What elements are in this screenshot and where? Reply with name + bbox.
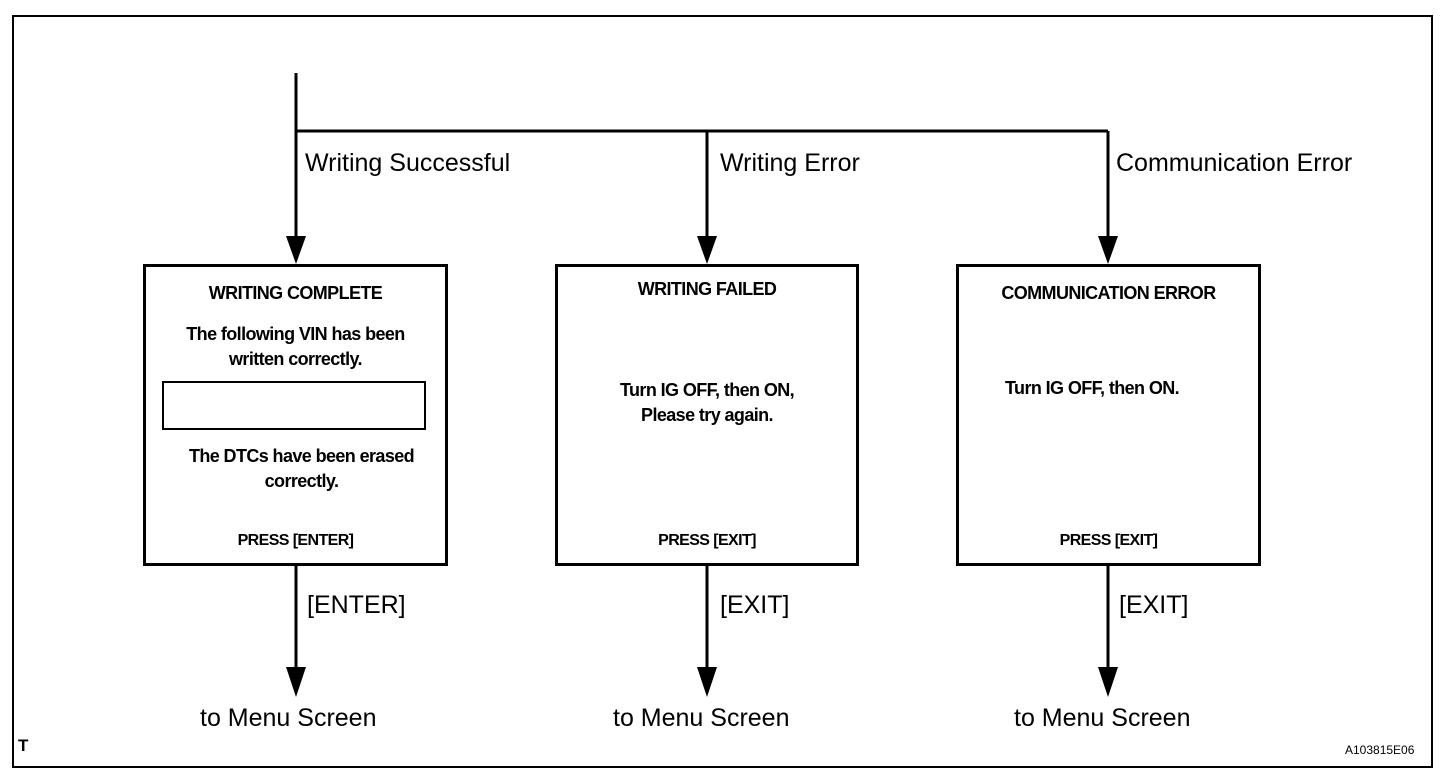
screen-message: The following VIN has been written corre… — [186, 324, 405, 369]
destination-menu-3: to Menu Screen — [1014, 704, 1191, 732]
key-label-exit-2: [EXIT] — [1119, 591, 1189, 619]
exit-arrowhead-1 — [286, 667, 306, 697]
condition-label-writing-error: Writing Error — [720, 149, 860, 177]
vin-display-field — [162, 381, 426, 430]
condition-label-communication-error: Communication Error — [1116, 149, 1353, 177]
arrowhead-3 — [1098, 236, 1118, 264]
exit-arrowhead-3 — [1098, 667, 1118, 697]
screen-message-dtc: The DTCs have been erased correctly. — [188, 446, 415, 491]
screen-prompt: PRESS [EXIT] — [658, 532, 756, 549]
key-label-enter: [ENTER] — [307, 591, 406, 619]
figure-id: A103815E06 — [1345, 743, 1415, 757]
screen-prompt: PRESS [ENTER] — [237, 532, 354, 549]
diagram-frame — [12, 15, 1433, 768]
arrowhead-1 — [286, 236, 306, 264]
screen-title: WRITING FAILED — [637, 279, 777, 299]
arrowhead-2 — [697, 236, 717, 264]
destination-menu-2: to Menu Screen — [613, 704, 790, 732]
key-label-exit-1: [EXIT] — [720, 591, 790, 619]
screen-prompt: PRESS [EXIT] — [1059, 532, 1158, 549]
screen-message: Turn IG OFF, then ON. — [1005, 378, 1180, 398]
screen-communication-error: COMMUNICATION ERROR Turn IG OFF, then ON… — [956, 264, 1261, 566]
screen-title: WRITING COMPLETE — [208, 283, 383, 303]
condition-label-writing-successful: Writing Successful — [305, 149, 511, 177]
screen-writing-failed: WRITING FAILED Turn IG OFF, then ON, Ple… — [555, 264, 859, 566]
screen-message: Turn IG OFF, then ON, Please try again. — [619, 380, 795, 425]
screen-writing-complete: WRITING COMPLETE The following VIN has b… — [143, 264, 448, 566]
destination-menu-1: to Menu Screen — [200, 704, 377, 732]
corner-mark: T — [18, 736, 29, 755]
exit-arrowhead-2 — [697, 667, 717, 697]
screen-title: COMMUNICATION ERROR — [1001, 283, 1216, 303]
